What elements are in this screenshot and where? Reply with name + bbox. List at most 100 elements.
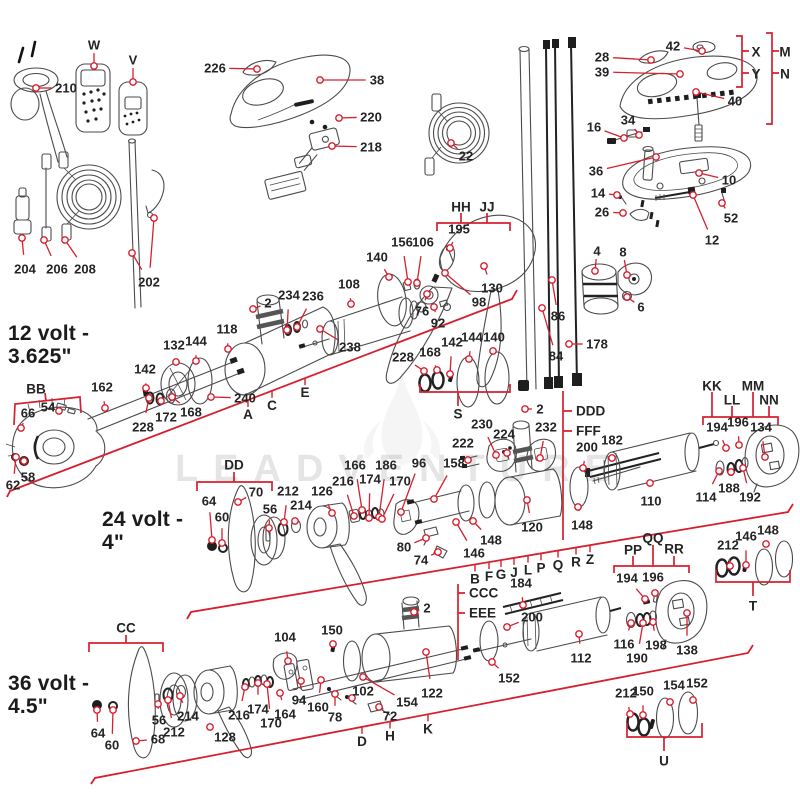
hotspot-circle[interactable] [129,78,137,86]
callout-222[interactable]: 222 [452,436,474,464]
hotspot-circle[interactable] [18,234,26,242]
callout-80[interactable]: 80 [397,534,430,555]
callout-96[interactable]: 96 [397,456,426,516]
hotspot-circle[interactable] [452,518,460,526]
hotspot-circle[interactable] [168,393,176,401]
callout-208[interactable]: 208 [61,236,96,277]
callout-154[interactable]: 154 [663,678,686,706]
callout-144[interactable]: 144 [185,334,208,365]
hotspot-circle[interactable] [284,657,292,665]
hotspot-circle[interactable] [652,153,660,161]
hotspot-circle[interactable] [715,467,723,475]
callout-94[interactable]: 94 [292,677,307,708]
hotspot-circle[interactable] [365,514,373,522]
hotspot-circle[interactable] [375,703,383,711]
callout-204[interactable]: 204 [14,234,37,277]
callout-212[interactable]: 212 [615,686,637,718]
hotspot-circle[interactable] [55,407,63,415]
hotspot-circle[interactable] [297,677,305,685]
callout-216[interactable]: 216 [228,683,250,723]
hotspot-circle[interactable] [423,290,431,298]
callout-198[interactable]: 198 [645,618,667,653]
hotspot-circle[interactable] [613,191,621,199]
callout-170[interactable]: 170 [260,680,282,731]
callout-174[interactable]: 174 [247,679,270,717]
hotspot-circle[interactable] [347,300,355,308]
callout-78[interactable]: 78 [328,690,342,725]
callout-120[interactable]: 120 [521,496,543,535]
hotspot-circle[interactable] [742,561,750,569]
hotspot-circle[interactable] [397,508,405,516]
hotspot-circle[interactable] [32,84,40,92]
hotspot-circle[interactable] [521,405,529,413]
hotspot-circle[interactable] [335,114,343,122]
hotspot-circle[interactable] [348,694,356,702]
hotspot-circle[interactable] [620,134,628,142]
callout-39[interactable]: 39 [595,65,684,80]
callout-168[interactable]: 168 [419,345,441,374]
hotspot-circle[interactable] [623,293,631,301]
callout-70[interactable]: 70 [234,485,263,506]
callout-194[interactable]: 194 [616,571,649,603]
hotspot-circle[interactable] [647,56,655,64]
callout-168[interactable]: 168 [168,393,202,420]
callout-116[interactable]: 116 [614,619,635,652]
hotspot-circle[interactable] [683,609,691,617]
hotspot-circle[interactable] [93,706,101,714]
hotspot-circle[interactable] [676,70,684,78]
hotspot-circle[interactable] [469,517,477,525]
hotspot-circle[interactable] [446,370,454,378]
callout-130[interactable]: 130 [480,262,503,296]
callout-56[interactable]: 56 [263,502,277,532]
hotspot-circle[interactable] [61,236,69,244]
callout-84[interactable]: 84 [538,304,564,364]
callout-72[interactable]: 72 [375,703,397,724]
hotspot-circle[interactable] [422,648,430,656]
callout-190[interactable]: 190 [626,619,648,666]
callout-42[interactable]: 42 [666,39,706,55]
hotspot-circle[interactable] [316,76,324,84]
hotspot-circle[interactable] [565,340,573,348]
hotspot-circle[interactable] [639,711,647,719]
hotspot-circle[interactable] [519,601,527,609]
callout-86[interactable]: 86 [548,276,565,324]
hotspot-circle[interactable] [132,737,140,745]
hotspot-circle[interactable] [646,479,654,487]
callout-134[interactable]: 134 [750,420,773,461]
callout-148[interactable]: 148 [469,517,502,548]
callout-38[interactable]: 38 [316,73,384,88]
hotspot-circle[interactable] [109,706,117,714]
hotspot-circle[interactable] [689,191,697,199]
hotspot-circle[interactable] [503,449,511,457]
callout-34[interactable]: 34 [621,113,643,139]
hotspot-circle[interactable] [626,710,634,718]
callout-10[interactable]: 10 [695,169,736,188]
callout-212[interactable]: 212 [717,538,739,570]
callout-146[interactable]: 146 [735,529,757,569]
hotspot-circle[interactable] [291,517,299,525]
hotspot-circle[interactable] [157,397,165,405]
hotspot-circle[interactable] [488,658,496,666]
hotspot-circle[interactable] [698,47,706,55]
callout-144[interactable]: 144 [461,330,484,363]
callout-138[interactable]: 138 [676,609,698,658]
hotspot-circle[interactable] [430,303,438,311]
callout-214[interactable]: 214 [290,498,313,525]
hotspot-circle[interactable] [378,515,386,523]
hotspot-circle[interactable] [265,524,273,532]
hotspot-circle[interactable] [164,696,172,704]
callout-212[interactable]: 212 [163,696,185,740]
hotspot-circle[interactable] [464,456,472,464]
callout-166[interactable]: 166 [344,458,366,514]
callout-152[interactable]: 152 [488,658,520,686]
callout-200[interactable]: 200 [576,440,598,472]
hotspot-circle[interactable] [410,608,418,616]
hotspot-circle[interactable] [128,249,136,257]
hotspot-circle[interactable] [718,199,726,207]
hotspot-circle[interactable] [331,690,339,698]
hotspot-circle[interactable] [538,304,546,312]
hotspot-circle[interactable] [17,424,25,432]
callout-66[interactable]: 66 [17,406,35,432]
callout-52[interactable]: 52 [718,199,738,226]
callout-76[interactable]: 76 [415,290,431,319]
